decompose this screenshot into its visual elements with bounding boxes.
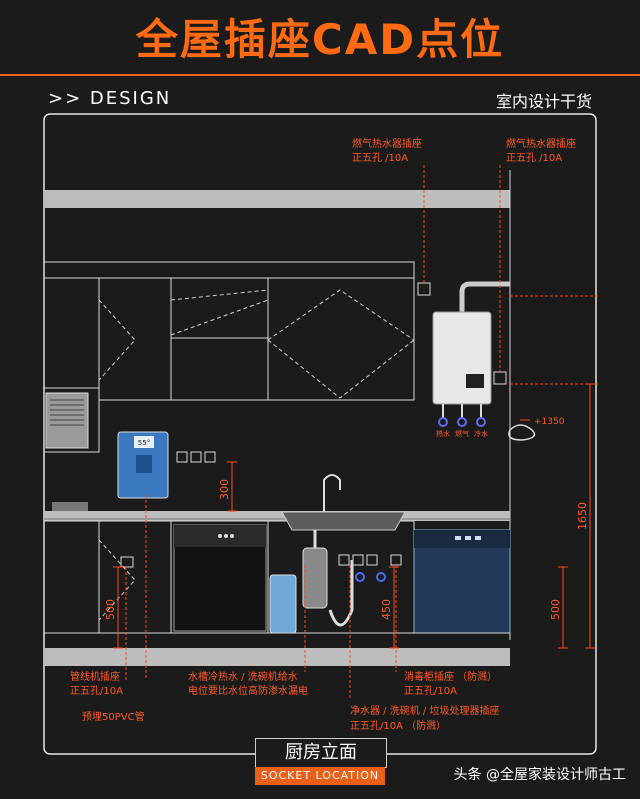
- faucet: [323, 474, 341, 512]
- annotation-labels: 燃气热水器插座 正五孔 /10A 燃气热水器插座 正五孔 /10A 管线机插座 …: [70, 137, 576, 732]
- dim-500-right: 500: [549, 599, 562, 620]
- gas-heater-socket-1-spec: 正五孔 /10A: [352, 152, 408, 164]
- heater-socket-2: [493, 371, 507, 385]
- drain-trap: [328, 560, 354, 627]
- heater-pipe-labels: 热水 燃气 冷水: [436, 429, 488, 438]
- pipe-machine-socket: [120, 556, 134, 568]
- height-1350: +1350: [534, 417, 565, 427]
- pipe-socket-spec: 正五孔/10A: [70, 685, 123, 697]
- floor-band: [44, 648, 510, 666]
- label-cold-water: 冷水: [474, 429, 488, 438]
- microwave-grill: [50, 399, 84, 426]
- gas-heater-socket-2-title: 燃气热水器插座: [506, 137, 576, 150]
- flue-pipe: [459, 281, 510, 312]
- gas-heater-socket-1-title: 燃气热水器插座: [352, 137, 422, 150]
- countertop: [44, 511, 510, 521]
- heater-display-panel: [134, 436, 154, 448]
- cabinet-control-panel: [414, 530, 510, 548]
- dim-300: 300: [218, 479, 231, 500]
- pvc-pipe-note: 预埋50PVC管: [82, 710, 145, 723]
- purifier-socket-spec: 正五孔/10A （防溅）: [350, 719, 446, 732]
- hob: [52, 502, 88, 511]
- sink-basin: [281, 511, 406, 531]
- label-gas: 燃气: [455, 429, 469, 438]
- garbage-disposer: [302, 547, 328, 609]
- dimension-lines: [113, 383, 595, 649]
- label-hot-water: 热水: [436, 429, 450, 438]
- section-subtitle: SOCKET LOCATION: [255, 767, 385, 785]
- under-sink-sockets: [338, 554, 402, 566]
- disinfect-socket-spec: 正五孔/10A: [404, 685, 457, 697]
- lower-door-swings: [98, 539, 136, 621]
- dim-450: 450: [380, 599, 393, 620]
- cabinet-indicators: [455, 536, 481, 540]
- author-credit: 头条 @全屋家装设计师古工: [453, 767, 626, 783]
- cabinet-door-swings: [98, 289, 415, 399]
- sink-note-line1: 水槽冷热水 / 洗碗机给水: [188, 670, 298, 683]
- subtitle: 室内设计干货: [495, 92, 592, 111]
- dim-1650: 1650: [576, 502, 589, 530]
- gas-heater-socket-2-spec: 正五孔 /10A: [506, 152, 562, 164]
- dispenser-nozzle: [136, 455, 152, 473]
- ceiling-band: [44, 190, 510, 208]
- water-purifier: [269, 574, 297, 634]
- dim-500-left: 500: [104, 599, 117, 620]
- dishwasher-indicators: [218, 534, 234, 538]
- heater-socket-1: [417, 282, 431, 296]
- section-title: 厨房立面: [255, 738, 387, 768]
- heater-pipes: [442, 404, 482, 418]
- purifier-socket-title: 净水器 / 洗碗机 / 垃圾处理器插座: [350, 704, 499, 717]
- title-divider: [0, 74, 640, 76]
- wall-sockets-row: [176, 451, 216, 463]
- gas-meter-symbol: [508, 424, 536, 441]
- annotation-leaders: [125, 165, 600, 700]
- pipe-socket-title: 管线机插座: [70, 670, 120, 683]
- disinfect-socket-title: 消毒柜插座 （防溅）: [404, 670, 497, 683]
- heater-display: [466, 374, 484, 388]
- gas-water-heater: [432, 311, 492, 405]
- valve-icons: [355, 572, 386, 582]
- upper-cabinets: [43, 261, 415, 401]
- design-label: >> DESIGN: [48, 88, 172, 109]
- heater-valves: [438, 417, 486, 427]
- microwave-niche: [43, 387, 100, 453]
- dispenser-temp: 55°: [138, 439, 150, 447]
- page-title: 全屋插座CAD点位: [135, 15, 505, 64]
- sink-note-line2: 电位要比水位高防渗水漏电: [188, 684, 308, 697]
